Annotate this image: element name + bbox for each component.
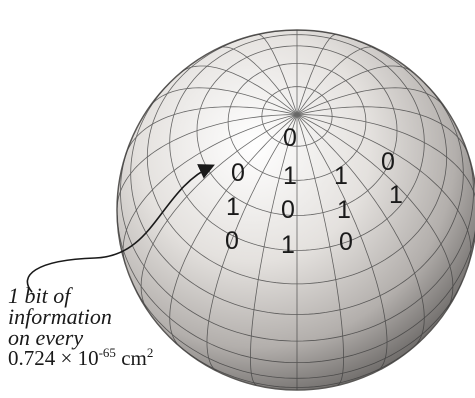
meridian-line [296, 87, 446, 115]
latitude-line [261, 86, 333, 147]
meridian-line [140, 114, 298, 311]
meridian-line [206, 114, 298, 372]
bit-r1-c0: 0 [231, 159, 245, 187]
area-unit: cm [115, 346, 147, 370]
caption-line-3: on every [8, 325, 84, 350]
bit-r1-c1: 1 [283, 162, 297, 190]
bit-r2-c2: 1 [337, 196, 351, 224]
meridian-line [250, 114, 298, 386]
area-exponent: -65 [98, 345, 116, 360]
meridian-line [296, 114, 454, 311]
meridian-line [296, 34, 337, 115]
latitude-line [227, 63, 367, 181]
meridian-line [296, 65, 414, 115]
area-mantissa: 0.724 × 10 [8, 346, 99, 370]
bit-r1-c2: 1 [334, 162, 348, 190]
meridian-line [297, 114, 475, 208]
latitude-line [146, 30, 448, 285]
meridian-line [296, 114, 388, 372]
latitude-line [169, 34, 425, 251]
meridian-line [296, 114, 472, 265]
latitude-line [130, 279, 464, 379]
caption-line-2: information [8, 304, 112, 329]
bit-r3-c2: 0 [339, 228, 353, 256]
meridian-line [148, 87, 298, 115]
meridian-line [117, 114, 297, 208]
meridian-line [180, 65, 298, 115]
pointer-arrow [26, 164, 215, 293]
sphere-grid [117, 30, 475, 390]
caption-line-1: 1 bit of [8, 283, 71, 308]
meridian-line [122, 114, 298, 265]
bit-r3-c1: 1 [281, 231, 295, 259]
bit-r2-c0: 1 [226, 193, 240, 221]
latitude-line [120, 144, 474, 342]
meridian-line [296, 106, 469, 154]
bit-grid: 0 0 1 1 0 1 0 1 1 0 1 0 [225, 124, 403, 259]
area-unit-power: 2 [146, 345, 154, 360]
latitude-line [117, 209, 475, 363]
meridian-line [217, 46, 298, 115]
bit-r0-c0: 0 [283, 124, 297, 152]
meridian-line [296, 114, 344, 386]
meridian-line [125, 106, 298, 154]
area-caption: 1 bit of information on every 0.724 × 10… [8, 285, 248, 371]
bit-r2-c1: 0 [281, 196, 295, 224]
bit-r1-c3: 0 [381, 148, 395, 176]
meridian-line [296, 46, 377, 115]
latitude-line [173, 340, 421, 388]
bit-r2-c3: 1 [389, 181, 403, 209]
caption-area-value: 0.724 × 10-65 cm2 [8, 345, 248, 371]
meridian-line [257, 34, 298, 115]
bit-r3-c0: 0 [225, 227, 239, 255]
